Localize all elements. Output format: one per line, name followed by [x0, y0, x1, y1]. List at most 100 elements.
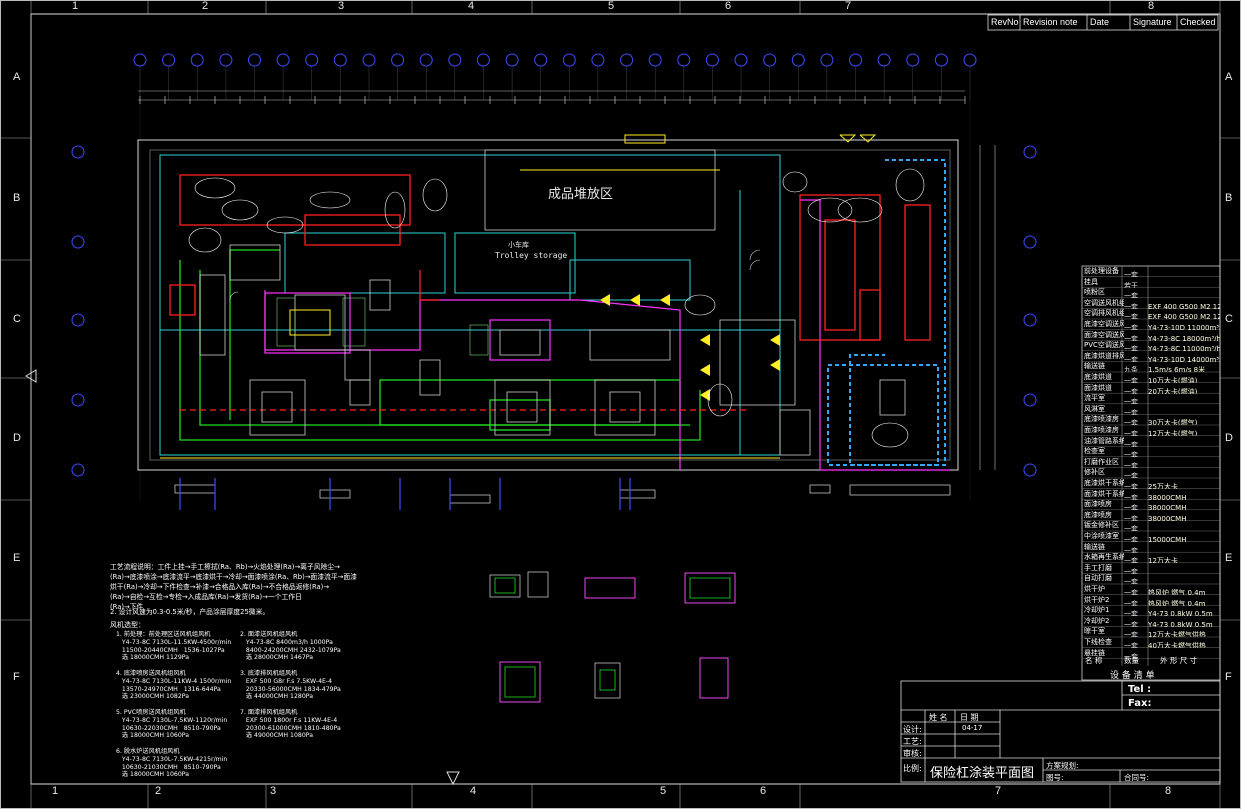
equipment-qty: 一套 — [1124, 313, 1138, 320]
equipment-qty: 一套 — [1124, 302, 1138, 309]
border-row-label-left: C — [13, 313, 21, 325]
review-label: 审核: — [903, 749, 922, 758]
equipment-spec: 20万大卡(燃油) — [1148, 387, 1198, 394]
revision-header-revno: RevNo — [991, 17, 1019, 27]
equipment-spec: 12万大卡燃气供热 — [1148, 631, 1206, 638]
grid-axis-bubble — [71, 145, 85, 159]
revision-header-signature: Signature — [1133, 17, 1172, 27]
border-row-label-right: F — [1225, 671, 1232, 683]
equipment-qty: 一套 — [1124, 408, 1138, 415]
equipment-name: 下线检查 — [1084, 638, 1112, 646]
equipment-spec: 热风炉 燃气 0.4m — [1148, 589, 1206, 595]
equipment-name: 中涂喷漆室 — [1084, 532, 1119, 540]
equipment-spec: 38000CMH — [1148, 514, 1187, 521]
equipment-list-row: 挂具若干 — [1082, 277, 1220, 288]
equipment-qty: 一套 — [1124, 387, 1138, 394]
equipment-qty: 一套 — [1124, 620, 1138, 627]
equipment-spec: Y4-73-10D 11000m³/h — [1148, 324, 1220, 330]
equipment-qty: 一套 — [1124, 504, 1138, 511]
equipment-qty: 一套 — [1124, 398, 1138, 405]
equipment-spec: EXF 400 G500 M2 1200m³/h — [1148, 313, 1220, 320]
equipment-qty: 一套 — [1124, 525, 1138, 532]
equipment-list-row: 风淋室一套 — [1082, 404, 1220, 415]
equipment-list-row: 底漆烘道排风机组一套Y4-73-10D 14000m³/h — [1082, 351, 1220, 362]
equipment-spec: 1.5m/s 6m/s 8米 — [1148, 366, 1206, 373]
equipment-name: 检查室 — [1084, 447, 1105, 456]
equipment-qty: 一套 — [1124, 642, 1138, 648]
border-row-label-right: A — [1225, 71, 1233, 83]
equipment-list-row: 自动打磨 一套 — [1082, 573, 1220, 584]
border-column-label-bottom: 1 — [52, 785, 59, 797]
equipment-list-row: 手工打磨一套 — [1082, 563, 1220, 574]
equipment-qty: 一套 — [1124, 546, 1138, 553]
grid-axis-bubble — [71, 313, 85, 327]
equipment-name: 空调排风机组 — [1084, 309, 1124, 318]
equipment-name: 输送链 — [1084, 542, 1105, 551]
legend-footer-qty: 数量 — [1124, 656, 1139, 665]
equipment-name: 钣金修补区 — [1084, 521, 1119, 530]
equipment-qty: 一套 — [1124, 578, 1138, 585]
equipment-qty: 一套 — [1124, 557, 1138, 564]
border-row-label-right: D — [1225, 432, 1233, 444]
legend-footer-size: 外 形 尺 寸 — [1160, 656, 1198, 665]
equipment-name: 底漆烘道 — [1084, 373, 1112, 381]
equipment-list-row: 修补区一套 — [1082, 467, 1220, 478]
equipment-name: 烘干炉2 — [1084, 595, 1110, 604]
border-column-label-top: 5 — [608, 0, 615, 12]
equipment-name: 悬挂链 — [1084, 648, 1105, 657]
equipment-list-row: 检查室一套 — [1082, 446, 1220, 457]
equipment-spec: 25万大卡 — [1148, 483, 1178, 489]
equipment-qty: 若干 — [1124, 281, 1138, 288]
scheme-label: 方案规划: — [1046, 761, 1079, 770]
equipment-list-row: 喷粉区一套 — [1082, 287, 1220, 298]
border-row-label-left: D — [13, 432, 21, 444]
equipment-qty: 一套 — [1124, 493, 1138, 500]
trolley-storage-label: Trolley storage — [495, 251, 568, 260]
equipment-name: 油漆管路系统 — [1084, 436, 1124, 445]
equipment-spec: Y4-73 0.8kW 0.5m — [1148, 610, 1213, 617]
equipment-list-row: PVC空调送风机组一套Y4-73-8C 11000m³/h — [1082, 340, 1220, 351]
equipment-qty: 一套 — [1124, 631, 1138, 638]
equipment-name: 面漆空调送风机组 — [1084, 330, 1124, 339]
equipment-qty: 一套 — [1124, 589, 1138, 595]
border-column-label-bottom: 3 — [270, 785, 277, 797]
equipment-spec: Y4-73-8C 18000m³/h — [1148, 334, 1220, 341]
grid-axis-bubble — [1023, 145, 1037, 159]
border-column-label-bottom: 2 — [155, 785, 162, 797]
equipment-qty: 一套 — [1124, 419, 1138, 426]
equipment-name: 打磨作业区 — [1084, 457, 1119, 466]
grid-axis-bubble — [1023, 393, 1037, 407]
equipment-qty: 一套 — [1124, 355, 1138, 362]
design-requirement-note: 2. 设计风速为0.3-0.5米/秒，产品涂层厚度25微米。 — [110, 608, 270, 616]
equipment-spec: Y4-73-8C 11000m³/h — [1148, 345, 1220, 352]
grid-axis-bubble — [1023, 235, 1037, 249]
equipment-name: 水箱再生系统 — [1084, 553, 1124, 562]
tel-label: Tel : — [1128, 684, 1152, 695]
border-column-label-top: 2 — [202, 0, 209, 12]
equipment-list-row: 前处理设备一套 — [1082, 266, 1220, 277]
equipment-name: 底漆烘道排风机组 — [1084, 351, 1124, 360]
equipment-name: 面漆烘干系统 — [1084, 489, 1124, 498]
equipment-name: 面漆喷房 — [1084, 500, 1112, 509]
equipment-qty: 一套 — [1124, 567, 1138, 574]
equipment-list-row: 钣金修补区一套 — [1082, 520, 1220, 531]
equipment-name: 自动打磨 — [1084, 574, 1112, 583]
equipment-spec: 15000CMH — [1148, 536, 1187, 542]
border-column-label-top: 7 — [845, 0, 852, 12]
equipment-spec: 38000CMH — [1148, 504, 1187, 511]
equipment-qty: 一套 — [1124, 610, 1138, 617]
equipment-qty: 一套 — [1124, 514, 1138, 521]
design-label: 设计: — [903, 725, 922, 734]
